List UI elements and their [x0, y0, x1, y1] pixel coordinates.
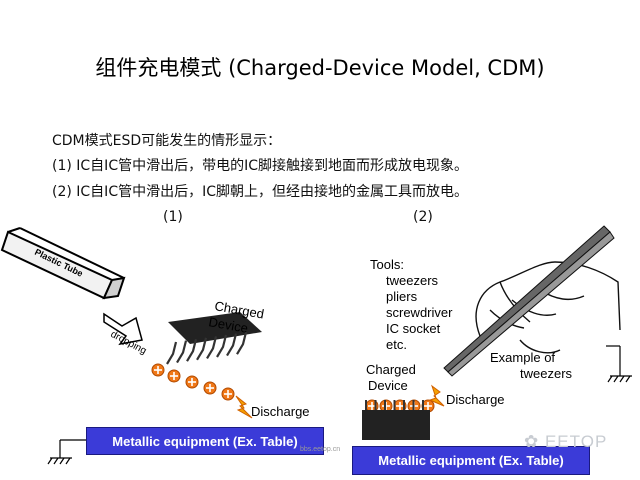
figure-label-1: (1)	[163, 209, 183, 225]
cdm-illustration: Plastic Tube dropping Charged Device Dis…	[0, 225, 632, 465]
example-label-1: Example of	[490, 350, 555, 365]
metallic-equipment-bar-1: Metallic equipment (Ex. Table)	[86, 427, 324, 455]
tools-title: Tools:	[370, 257, 404, 272]
tool-item: etc.	[386, 337, 407, 352]
discharge-label-2: Discharge	[446, 392, 505, 407]
ic-pin	[186, 338, 198, 362]
ic-pin	[226, 333, 238, 357]
example-label-2: tweezers	[520, 366, 573, 381]
charge-icon	[185, 375, 199, 389]
watermark-brand: ✿ EETOP	[524, 432, 607, 452]
spark-icon	[235, 395, 253, 419]
ic-pin	[236, 331, 248, 355]
tool-item: tweezers	[386, 273, 439, 288]
charge-icon	[203, 381, 217, 395]
discharge-label-1: Discharge	[251, 404, 310, 419]
spark-icon-2	[428, 384, 445, 407]
text-line-3: (2) IC自IC管中滑出后，IC脚朝上，但经由接地的金属工具而放电。	[52, 184, 468, 200]
slide-title: 组件充电模式 (Charged-Device Model, CDM)	[95, 56, 545, 80]
plastic-tube: Plastic Tube	[0, 227, 126, 300]
ic-pin	[176, 340, 188, 364]
ic-pin	[206, 336, 218, 359]
charge-symbols-1	[151, 363, 235, 401]
wechat-icon: ✿	[524, 432, 545, 451]
ic-chip-2	[362, 400, 430, 440]
tweezers-icon	[443, 225, 615, 377]
tool-item: screwdriver	[386, 305, 453, 320]
dropping-arrow: dropping	[103, 312, 148, 357]
charge-icon	[151, 363, 165, 377]
charge-icon	[167, 369, 181, 383]
ic-chip	[166, 312, 262, 365]
ic-pin	[166, 341, 178, 365]
charged-device-label-2: Device	[207, 314, 249, 336]
figure-label-2: (2)	[413, 209, 433, 225]
ground-symbol	[47, 439, 86, 465]
text-line-2: (1) IC自IC管中滑出后，带电的IC脚接触接到地面而形成放电现象。	[52, 158, 468, 174]
metallic-equipment-bar-2: Metallic equipment (Ex. Table)	[352, 446, 590, 475]
charged-device-label-4: Device	[368, 378, 408, 393]
ic-pin	[216, 334, 228, 358]
text-line-1: CDM模式ESD可能发生的情形显示：	[52, 133, 282, 149]
tool-item: IC socket	[386, 321, 441, 336]
ground-symbol-2	[606, 345, 632, 383]
tool-item: pliers	[386, 289, 418, 304]
charged-device-label-3: Charged	[366, 362, 416, 377]
watermark-url: bbs.eetop.cn	[300, 446, 341, 453]
ic-pin	[196, 337, 208, 361]
charge-icon	[221, 387, 235, 401]
watermark-brand-text: EETOP	[544, 432, 608, 451]
